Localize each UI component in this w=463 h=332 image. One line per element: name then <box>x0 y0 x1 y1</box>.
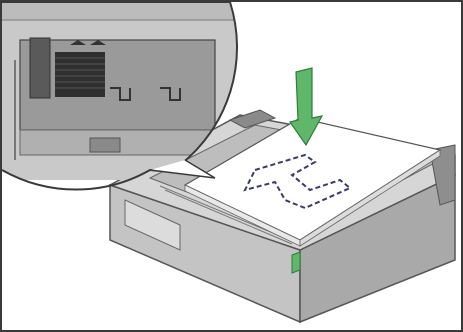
tray-clip <box>292 252 300 273</box>
latch-ribbed-panel <box>55 52 105 97</box>
latch-left-block <box>30 38 50 98</box>
